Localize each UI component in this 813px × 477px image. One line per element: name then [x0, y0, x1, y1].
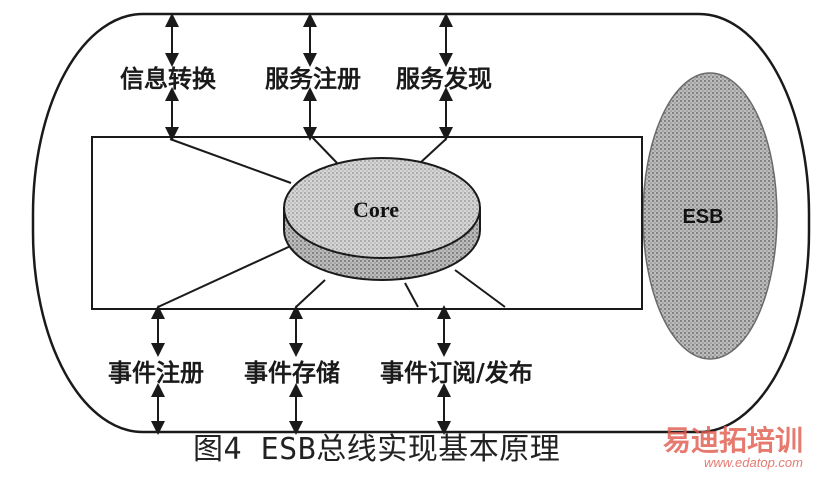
service-label-info-transform: 信息转换	[120, 64, 217, 93]
top-arrows	[165, 12, 453, 141]
service-label-service-discovery: 服务发现	[396, 64, 492, 93]
connector-line	[311, 136, 338, 164]
service-label-event-register: 事件注册	[108, 358, 204, 387]
core-container-box	[91, 136, 643, 310]
core-connectors	[157, 136, 506, 308]
watermark: 易迪拓培训 www.edatop.com	[663, 426, 803, 470]
connector-line	[454, 269, 506, 308]
service-label-event-pubsub: 事件订阅/发布	[380, 358, 533, 387]
watermark-url: www.edatop.com	[704, 455, 803, 470]
watermark-brand: 易迪拓培训	[662, 424, 803, 457]
connector-line	[295, 279, 326, 308]
figure-caption: 图4 ESB总线实现基本原理	[193, 432, 561, 467]
connector-line	[169, 138, 292, 184]
core-disk: Core	[283, 157, 481, 281]
service-label-service-register: 服务注册	[265, 64, 361, 93]
core-label: Core	[353, 197, 399, 222]
connector-line	[419, 138, 447, 164]
esb-label: ESB	[682, 206, 723, 228]
core-disk-top	[283, 157, 481, 259]
bottom-arrows	[151, 305, 451, 435]
bus-capsule	[31, 12, 811, 434]
connector-line	[157, 243, 296, 308]
service-label-event-storage: 事件存储	[244, 358, 340, 387]
connector-line	[404, 282, 419, 308]
